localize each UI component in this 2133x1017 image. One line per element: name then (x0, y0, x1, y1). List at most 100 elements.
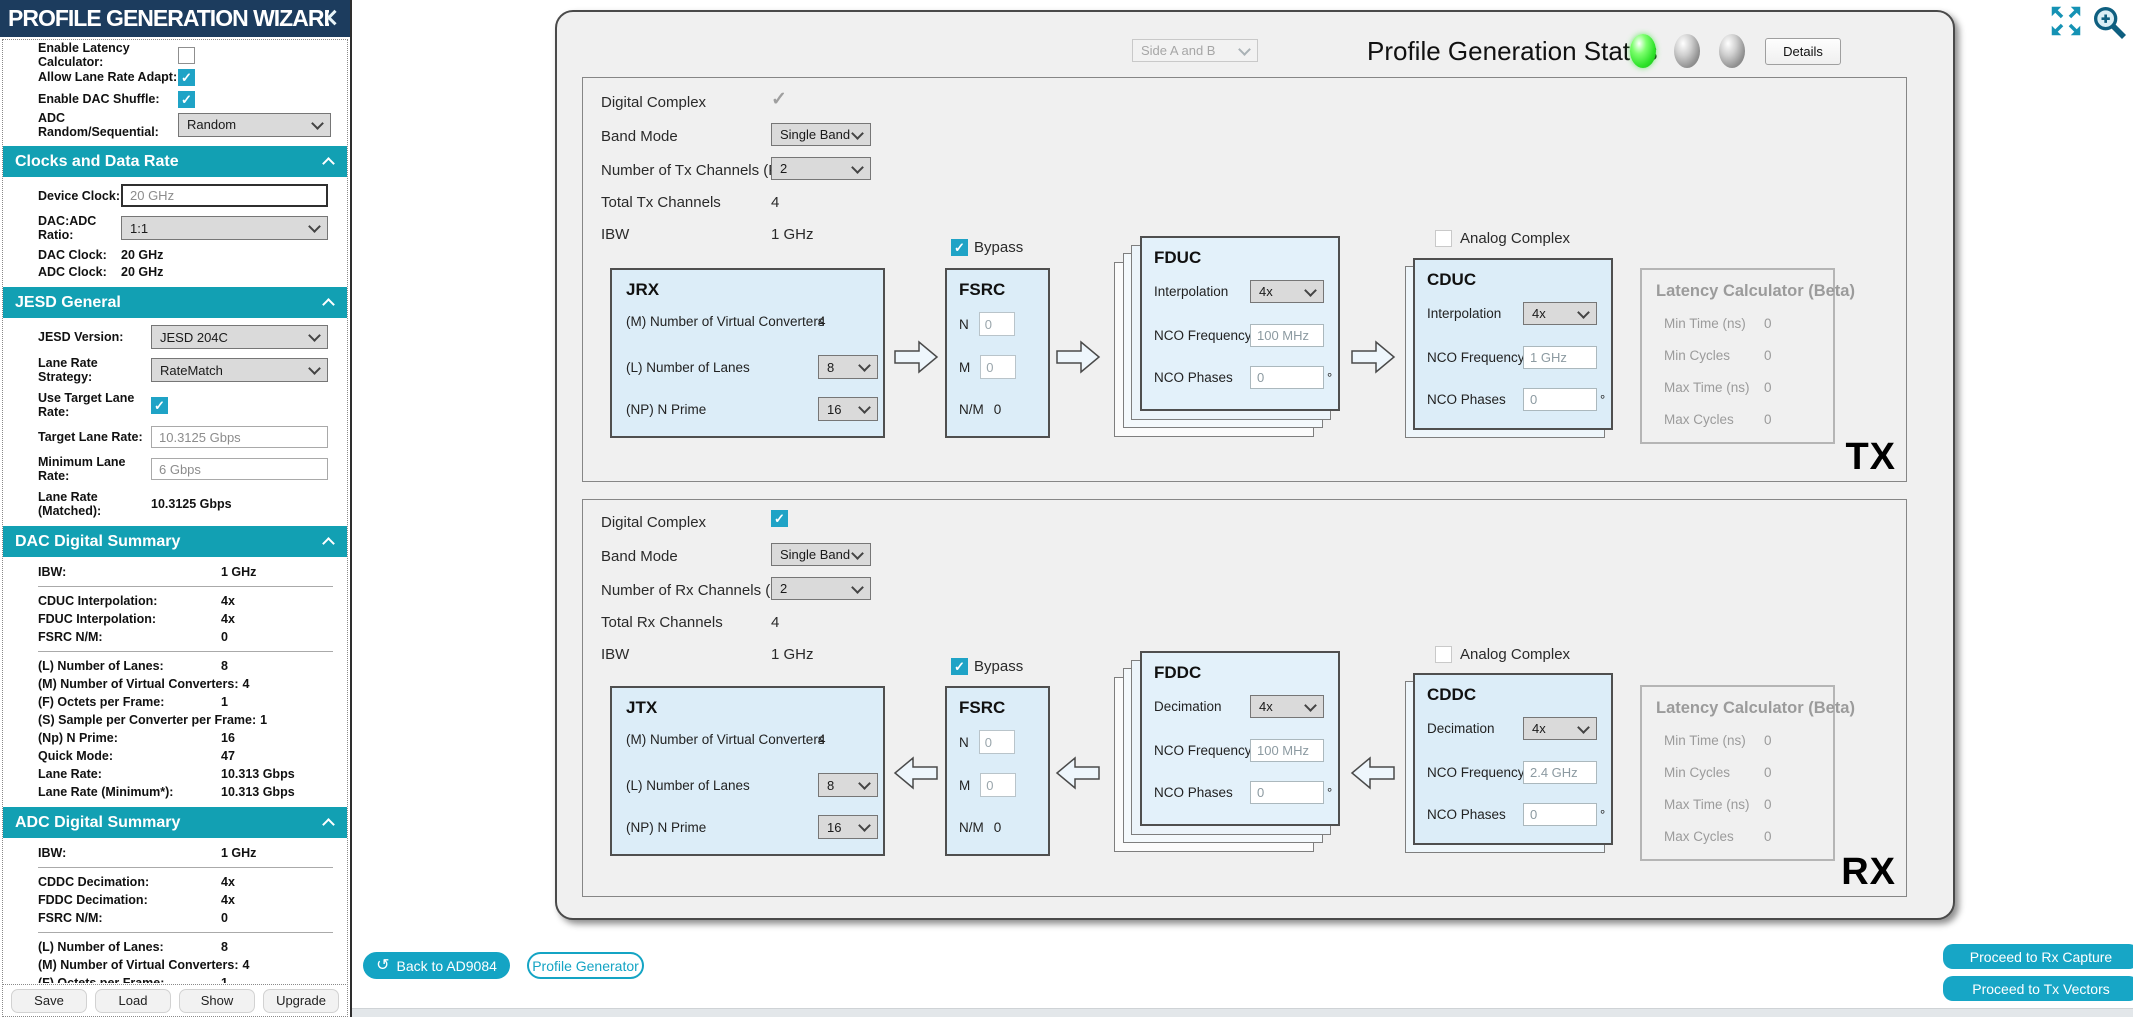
nco-frequency-input[interactable] (1523, 761, 1597, 784)
nco-phases-input[interactable] (1250, 366, 1324, 389)
summary-row: FDUC Interpolation:4x (38, 612, 235, 626)
analog-complex-checkbox[interactable] (1435, 646, 1452, 663)
chevron-down-icon (858, 359, 871, 372)
bypass-checkbox[interactable]: ✓ (951, 658, 968, 675)
lane-rate-matched-value: 10.3125 Gbps (151, 497, 232, 511)
profile-generator-tab[interactable]: Profile Generator (527, 952, 644, 979)
summary-row: (L) Number of Lanes:8 (38, 940, 228, 954)
lanes-dropdown[interactable]: 8 (818, 355, 878, 379)
tx-channels-dropdown[interactable]: 2 (771, 157, 871, 180)
nco-frequency-input[interactable] (1523, 346, 1597, 369)
band-mode-label: Band Mode (601, 128, 678, 145)
target-lane-rate-input[interactable] (151, 426, 328, 448)
fsrc-nm-value: 0 (993, 820, 1002, 835)
band-mode-dropdown[interactable]: Single Band (771, 123, 871, 146)
interpolation-dropdown[interactable]: 4x (1523, 302, 1597, 325)
nco-frequency-input[interactable] (1250, 324, 1324, 347)
adc-clock-row: ADC Clock: 20 GHz (3, 265, 347, 279)
summary-row: (F) Octets per Frame:1 (38, 695, 228, 709)
section-adc-summary-header[interactable]: ADC Digital Summary (3, 807, 347, 838)
jesd-version-dropdown[interactable]: JESD 204C (151, 325, 328, 349)
fsrc-n-input (978, 730, 1015, 754)
summary-row: Lane Rate (Minimum*):10.313 Gbps (38, 785, 295, 799)
interpolation-dropdown[interactable]: 4x (1250, 280, 1324, 303)
flow-arrow-left-icon (1350, 756, 1395, 790)
check-icon: ✓ (154, 397, 165, 413)
rx-group: Digital Complex ✓ Band Mode Single Band … (582, 499, 1907, 897)
summary-row: (F) Octets per Frame:1 (38, 976, 228, 983)
field-label: DAC Clock: (38, 248, 107, 262)
nco-frequency-input[interactable] (1250, 739, 1324, 762)
field-label: ADC Clock: (38, 265, 107, 279)
upgrade-button[interactable]: Upgrade (263, 988, 339, 1013)
bypass-row: ✓ Bypass (951, 658, 1023, 675)
decimation-dropdown[interactable]: 4x (1523, 717, 1597, 740)
option-enable-dac-shuffle: Enable DAC Shuffle: ✓ (3, 89, 347, 109)
sidebar-header: PROFILE GENERATION WIZARD (0, 0, 350, 37)
nco-phases-input[interactable] (1523, 388, 1597, 411)
check-icon: ✓ (954, 659, 965, 674)
show-button[interactable]: Show (179, 988, 255, 1013)
lanes-dropdown[interactable]: 8 (818, 773, 878, 797)
expand-fullscreen-icon[interactable] (2047, 2, 2085, 40)
cddc-box: CDDC Decimation 4x NCO Frequency NCO Pha… (1413, 673, 1613, 845)
ibw-value: 1 GHz (771, 646, 814, 663)
flow-arrow-right-icon (894, 340, 939, 374)
dac-adc-ratio-dropdown[interactable]: 1:1 (121, 216, 328, 240)
enable-latency-checkbox[interactable] (178, 46, 195, 64)
section-dac-summary-header[interactable]: DAC Digital Summary (3, 526, 347, 557)
analog-complex-label: Analog Complex (1460, 230, 1571, 247)
sidebar-body: Enable Latency Calculator: Allow Lane Ra… (2, 39, 348, 983)
nprime-dropdown[interactable]: 16 (818, 397, 878, 421)
degree-symbol: ° (1600, 392, 1606, 407)
nco-phases-input[interactable] (1250, 781, 1324, 804)
summary-row: Quick Mode:47 (38, 749, 235, 763)
chevron-up-icon (322, 298, 335, 311)
jesd-version-value: JESD 204C (160, 329, 228, 345)
check-icon: ✓ (181, 69, 192, 85)
bypass-checkbox[interactable]: ✓ (951, 239, 968, 256)
section-jesd-header[interactable]: JESD General (3, 287, 347, 318)
use-target-lane-rate-checkbox[interactable]: ✓ (151, 396, 168, 414)
minimum-lane-rate-input[interactable] (151, 458, 328, 480)
field-label: Lane Rate (Matched): (38, 490, 102, 518)
adc-mode-dropdown[interactable]: Random (178, 112, 331, 137)
rx-channels-dropdown[interactable]: 2 (771, 577, 871, 600)
allow-lane-rate-checkbox[interactable]: ✓ (178, 68, 195, 86)
zoom-in-icon[interactable] (2089, 2, 2129, 42)
analog-complex-checkbox[interactable] (1435, 230, 1452, 247)
section-title: Clocks and Data Rate (15, 152, 179, 170)
analog-complex-row: Analog Complex (1435, 646, 1570, 663)
target-lane-rate-row: Target Lane Rate: (3, 426, 347, 448)
chevron-up-icon (322, 157, 335, 170)
details-button[interactable]: Details (1765, 38, 1841, 65)
device-clock-input[interactable] (121, 184, 328, 207)
proceed-to-tx-vectors-button[interactable]: Proceed to Tx Vectors (1943, 976, 2133, 1001)
summary-row: (Np) N Prime:16 (38, 731, 235, 745)
nco-phases-input[interactable] (1523, 803, 1597, 826)
enable-dac-shuffle-checkbox[interactable]: ✓ (178, 90, 195, 108)
lane-rate-strategy-dropdown[interactable]: RateMatch (151, 358, 328, 382)
profile-generator-panel: Side A and B Profile Generation Status D… (555, 10, 1955, 920)
digital-complex-disabled-check-icon: ✓ (771, 89, 787, 110)
back-to-ad9084-button[interactable]: ↺ Back to AD9084 (363, 952, 510, 979)
sidebar-title: PROFILE GENERATION WIZARD (8, 5, 330, 31)
save-button[interactable]: Save (11, 988, 87, 1013)
section-title: DAC Digital Summary (15, 532, 181, 550)
latency-title: Latency Calculator (Beta) (1656, 699, 1855, 717)
chevron-down-icon (1304, 698, 1317, 712)
band-mode-dropdown[interactable]: Single Band (771, 543, 871, 566)
digital-complex-checkbox[interactable]: ✓ (771, 510, 788, 527)
analog-complex-row: Analog Complex (1435, 230, 1570, 247)
load-button[interactable]: Load (95, 988, 171, 1013)
decimation-dropdown[interactable]: 4x (1250, 695, 1324, 718)
proceed-to-rx-capture-button[interactable]: Proceed to Rx Capture (1943, 944, 2133, 969)
status-led-green (1630, 34, 1656, 68)
horizontal-scrollbar[interactable] (352, 1008, 2133, 1017)
check-icon: ✓ (954, 240, 965, 255)
section-clocks-header[interactable]: Clocks and Data Rate (3, 146, 347, 177)
summary-row: (M) Number of Virtual Converters:4 (38, 958, 250, 972)
nprime-dropdown[interactable]: 16 (818, 815, 878, 839)
option-label: Allow Lane Rate Adapt: (38, 70, 178, 84)
